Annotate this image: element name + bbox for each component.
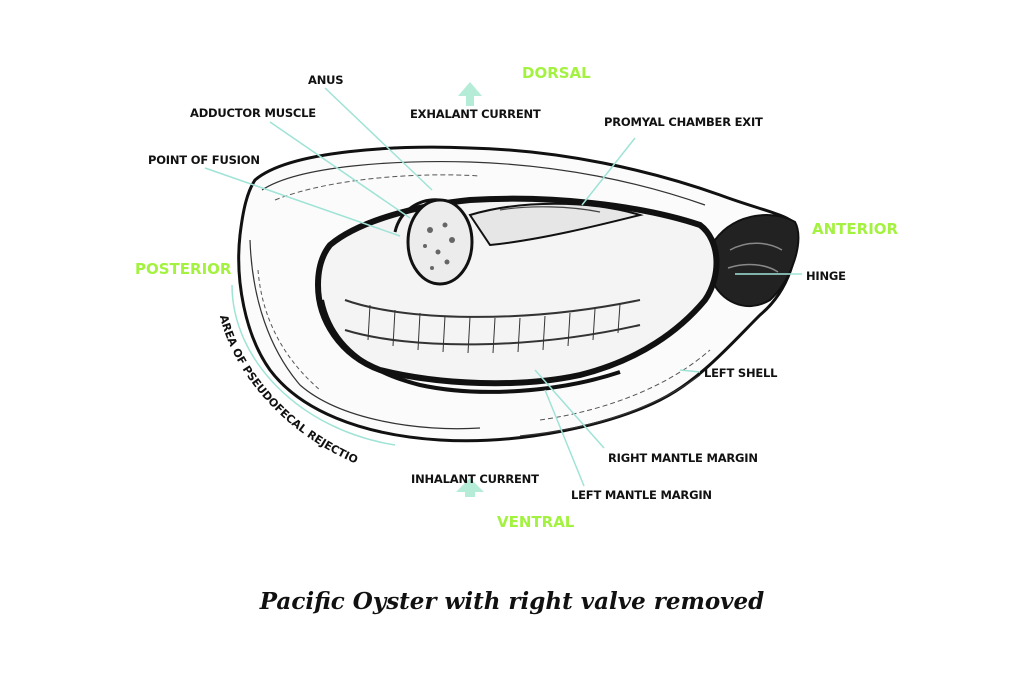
anus-label: ANUS <box>308 73 344 87</box>
posterior-label: POSTERIOR <box>135 260 232 278</box>
left-shell-label: LEFT SHELL <box>704 366 778 380</box>
hinge-label: HINGE <box>806 269 846 283</box>
ventral-label: VENTRAL <box>497 513 575 531</box>
inhalant-arrow <box>456 478 484 497</box>
exhalant-current-label: EXHALANT CURRENT <box>410 107 541 121</box>
gills <box>344 299 641 354</box>
promyal-chamber-exit-label: PROMYAL CHAMBER EXIT <box>604 115 763 129</box>
left-mantle-margin-label: LEFT MANTLE MARGIN <box>571 488 712 502</box>
point-of-fusion-label: POINT OF FUSION <box>148 153 260 167</box>
exhalant-arrow <box>458 82 482 106</box>
inhalant-current-label: INHALANT CURRENT <box>411 472 539 486</box>
anterior-label: ANTERIOR <box>812 220 899 238</box>
figure-caption: Pacific Oyster with right valve removed <box>259 588 765 615</box>
dorsal-label: DORSAL <box>522 64 591 82</box>
right-mantle-margin-label: RIGHT MANTLE MARGIN <box>608 451 758 465</box>
adductor-muscle-shape <box>406 198 474 286</box>
leader-lines <box>204 87 802 487</box>
adductor-muscle-label: ADDUCTOR MUSCLE <box>190 106 316 120</box>
